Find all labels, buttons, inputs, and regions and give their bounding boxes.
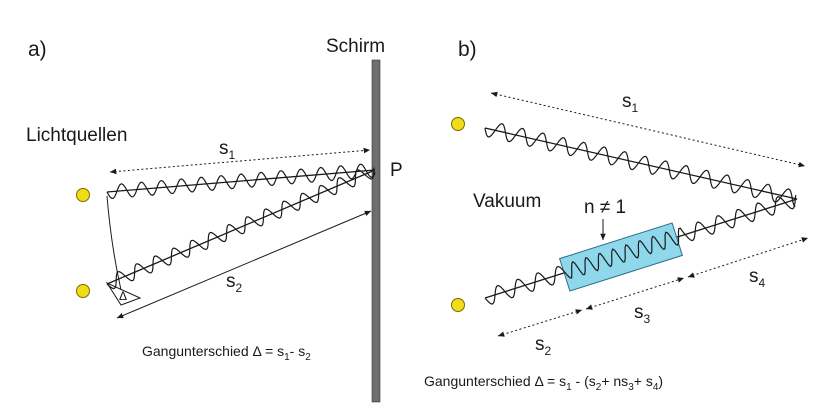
panel-b-label: b) [458, 38, 477, 61]
light-source-1 [451, 117, 465, 131]
s4-label: s4 [749, 266, 766, 290]
s3-label: s3 [634, 302, 651, 326]
screen-label: Schirm [326, 36, 385, 57]
wave-1 [106, 163, 376, 200]
vacuum-label: Vakuum [473, 191, 541, 212]
s1-arrow [490, 91, 806, 168]
panel-a: a) Schirm Lichtquellen P s1 s2 Δ Gangunt… [26, 36, 403, 403]
caption-b: Gangunterschied Δ = s1 - (s2+ ns3+ s4) [424, 373, 663, 393]
light-source-2 [451, 298, 465, 312]
s4-arrow [687, 237, 809, 278]
refractive-index-label: n ≠ 1 [584, 197, 626, 218]
medium-block [558, 222, 684, 292]
wave-2 [484, 194, 797, 305]
s1-label: s1 [219, 138, 236, 162]
sources-label: Lichtquellen [26, 125, 127, 146]
s3-arrow [585, 277, 685, 310]
light-source-1 [76, 188, 90, 202]
wave-1 [484, 123, 796, 208]
s2-arrow [497, 309, 583, 337]
delta-symbol: Δ [119, 289, 127, 303]
point-p-label: P [390, 160, 403, 181]
wave-2 [106, 167, 375, 290]
caption-a: Gangunterschied Δ = s1- s2 [142, 343, 311, 363]
ray-1-line [484, 127, 798, 200]
s1-label: s1 [622, 91, 639, 115]
screen [371, 59, 381, 403]
light-source-2 [76, 284, 90, 298]
s2-arrow [116, 210, 372, 319]
panel-b: b) Vakuum s1 n ≠ 1 s2 s3 s4 Ganguntersch… [424, 38, 809, 393]
s1-arrow [109, 147, 371, 175]
ray-2-line [106, 169, 376, 285]
s2-label: s2 [535, 334, 552, 358]
delta-triangle [105, 281, 142, 306]
s2-label: s2 [226, 271, 243, 295]
equal-path-arc [106, 195, 122, 291]
panel-a-label: a) [28, 38, 47, 61]
